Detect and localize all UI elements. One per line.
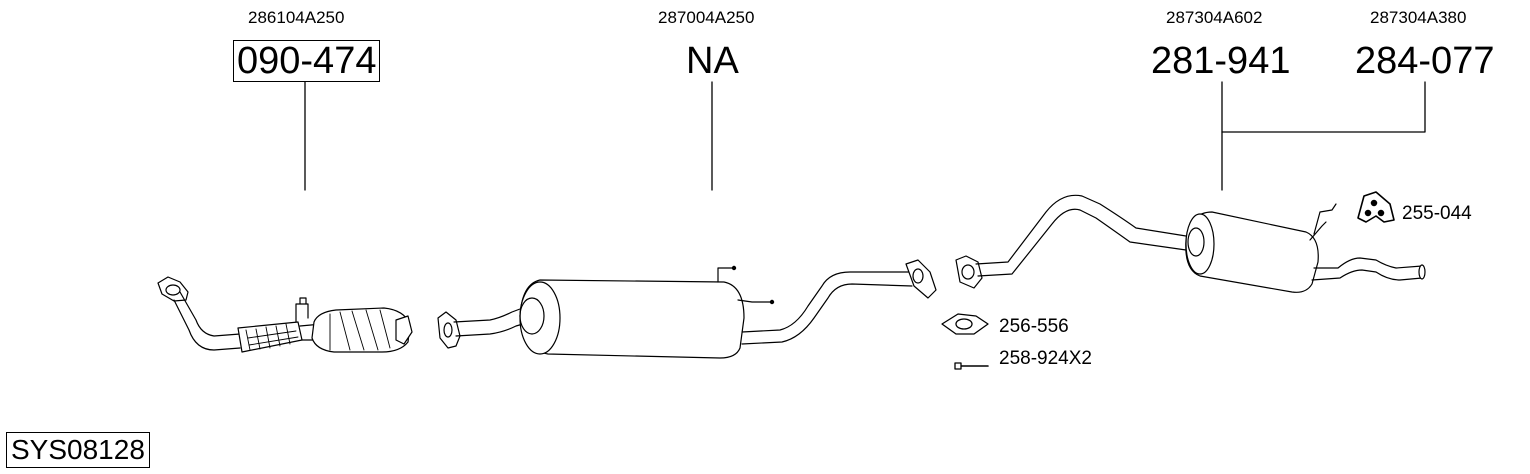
part-number-gasket[interactable]: 256-556 [999,316,1069,337]
oem-number-rear-b: 287304A380 [1370,8,1467,27]
rear-silencer-part [955,194,1426,293]
part-number-hanger[interactable]: 255-044 [1402,203,1472,224]
oem-number-rear-a: 287304A602 [1166,8,1263,27]
catalytic-converter-part [157,276,413,353]
bolt-icon [954,362,989,370]
middle-silencer-part [437,259,937,359]
part-number-catalytic[interactable]: 090-474 [233,40,381,82]
oem-number-middle: 287004A250 [658,8,755,27]
gasket-icon [941,313,989,335]
part-number-bolt[interactable]: 258-924X2 [999,348,1092,369]
rubber-hanger-icon [1357,191,1395,223]
part-number-rear-a[interactable]: 281-941 [1151,40,1291,82]
system-code: SYS08128 [6,432,150,468]
part-number-middle[interactable]: NA [686,40,739,82]
leader-line-rear-b [1221,81,1426,133]
part-number-rear-b[interactable]: 284-077 [1355,40,1495,82]
oem-number-catalytic: 286104A250 [248,8,345,27]
